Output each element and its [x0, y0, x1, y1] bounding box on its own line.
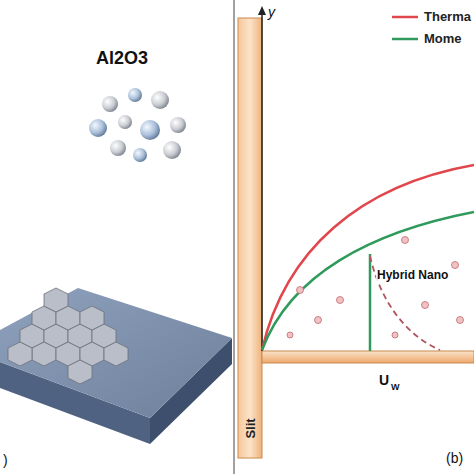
nanoparticles — [89, 88, 186, 162]
legend-text: Therma — [424, 9, 471, 24]
velocity-line — [369, 254, 372, 351]
panel-label: ) — [3, 452, 8, 468]
slit-bar — [238, 18, 262, 458]
axis-label: y — [268, 4, 275, 20]
velocity-subscript: W — [391, 382, 400, 392]
panel-divider — [234, 0, 235, 474]
plate — [0, 288, 232, 444]
thermal-layer — [262, 165, 474, 350]
panel-label: (b) — [446, 450, 463, 466]
legend-sample — [392, 16, 418, 19]
graphene-flakes — [8, 288, 128, 384]
y-axis — [261, 14, 263, 351]
material-label: Al2O3 — [96, 48, 148, 69]
wall-plate — [262, 351, 474, 363]
legend-text: Mome — [424, 31, 462, 46]
momentum-layer — [262, 212, 474, 350]
slit-bar-node: Slit — [238, 18, 262, 458]
slit-label: Slit — [242, 418, 257, 438]
velocity-label: U — [379, 372, 389, 388]
legend-sample — [392, 38, 418, 41]
particles — [287, 237, 464, 339]
region-label: Hybrid Nano — [376, 268, 449, 282]
axis-arrow — [258, 6, 266, 15]
